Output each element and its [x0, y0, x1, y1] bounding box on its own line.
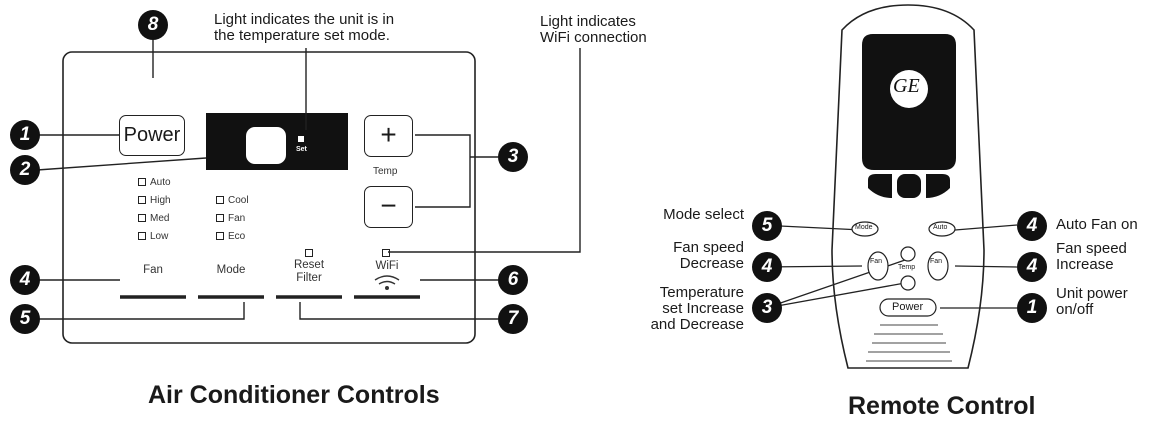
remote-power-label[interactable]: Power	[892, 301, 924, 313]
temp-label-line2: set Increase	[662, 300, 744, 317]
temp-label-line3: and Decrease	[650, 316, 744, 333]
fan-increase-label-line1: Fan speed	[1056, 240, 1127, 257]
remote-temp-up-button	[900, 246, 916, 262]
indicator-light	[216, 196, 224, 205]
wifi-icon	[374, 275, 400, 291]
mode-cool-indicator: Cool	[216, 195, 249, 206]
callout-1: 1	[10, 120, 40, 150]
remote-temp-down-button	[900, 275, 916, 291]
set-mode-note-line2: the temperature set mode.	[214, 27, 390, 44]
fan-button-label[interactable]: Fan	[143, 264, 163, 276]
ge-logo-icon: GE	[893, 75, 920, 97]
mode-button-label[interactable]: Mode	[216, 264, 246, 276]
mode-eco-indicator: Eco	[216, 231, 245, 242]
remote-fan-right-label[interactable]: Fan	[930, 258, 943, 265]
remote-mode-button	[851, 221, 879, 237]
callout-2: 2	[10, 155, 40, 185]
fan-decrease-label-line2: Decrease	[679, 255, 744, 272]
remote-fan-decrease-button	[867, 251, 889, 281]
indicator-light	[138, 232, 146, 241]
mode-select-label: Mode select	[663, 206, 744, 223]
temp-up-button[interactable]: +	[364, 115, 413, 157]
remote-title: Remote Control	[848, 392, 1036, 420]
reset-filter-label-line1[interactable]: Reset	[293, 259, 325, 271]
wifi-light	[382, 249, 390, 257]
wifi-note-line1: Light indicates	[540, 13, 636, 30]
ge-logo-circle	[890, 70, 928, 108]
callout-6: 6	[498, 265, 528, 295]
set-label: Set	[296, 146, 307, 153]
power-button[interactable]: Power	[119, 115, 185, 156]
set-indicator-light	[298, 136, 304, 142]
fan-decrease-label-line1: Fan speed	[673, 239, 744, 256]
callout-7: 7	[498, 304, 528, 334]
remote-auto-button	[928, 221, 956, 237]
indicator-light	[138, 178, 146, 187]
indicator-light	[138, 214, 146, 223]
indicator-light	[138, 196, 146, 205]
wifi-note-line2: WiFi connection	[540, 29, 647, 46]
remote-callout-4-decrease: 4	[752, 252, 782, 282]
temp-label: Temp	[373, 166, 398, 177]
indicator-light	[216, 214, 224, 223]
reset-filter-light	[305, 249, 313, 257]
remote-body	[831, 4, 985, 369]
display-digit-area	[246, 127, 286, 164]
mode-fan-indicator: Fan	[216, 213, 245, 224]
remote-fan-left-label[interactable]: Fan	[870, 258, 883, 265]
callout-3: 3	[498, 142, 528, 172]
remote-callout-1: 1	[1017, 293, 1047, 323]
temp-label-line1: Temperature	[659, 284, 744, 301]
temp-down-button[interactable]: −	[364, 186, 413, 228]
remote-callout-4-auto: 4	[1017, 211, 1047, 241]
fan-speed-med-indicator: Med	[138, 213, 169, 224]
power-label-line2: on/off	[1056, 301, 1094, 318]
panel-title: Air Conditioner Controls	[148, 381, 440, 409]
reset-filter-label-line2[interactable]: Filter	[296, 272, 322, 284]
remote-callout-3: 3	[752, 293, 782, 323]
set-mode-note-line1: Light indicates the unit is in	[214, 11, 395, 28]
remote-mode-label[interactable]: Mode	[855, 224, 873, 231]
wifi-button-label[interactable]: WiFi	[375, 260, 399, 272]
auto-fan-label: Auto Fan on	[1056, 216, 1138, 233]
callout-4: 4	[10, 265, 40, 295]
indicator-light	[216, 232, 224, 241]
control-panel-outline	[62, 51, 476, 344]
callout-5: 5	[10, 304, 40, 334]
remote-auto-label[interactable]: Auto	[933, 224, 948, 231]
fan-speed-high-indicator: High	[138, 195, 171, 206]
remote-grip-ribs	[866, 324, 952, 362]
fan-increase-label-line2: Increase	[1056, 256, 1114, 273]
callout-8: 8	[138, 10, 168, 40]
remote-fan-increase-button	[927, 251, 949, 281]
fan-speed-low-indicator: Low	[138, 231, 168, 242]
remote-callout-5: 5	[752, 211, 782, 241]
remote-callout-4-increase: 4	[1017, 252, 1047, 282]
power-label-line1: Unit power	[1056, 285, 1128, 302]
fan-speed-auto-indicator: Auto	[138, 177, 171, 188]
remote-temp-label: Temp	[898, 264, 916, 271]
remote-power-button	[879, 298, 937, 317]
